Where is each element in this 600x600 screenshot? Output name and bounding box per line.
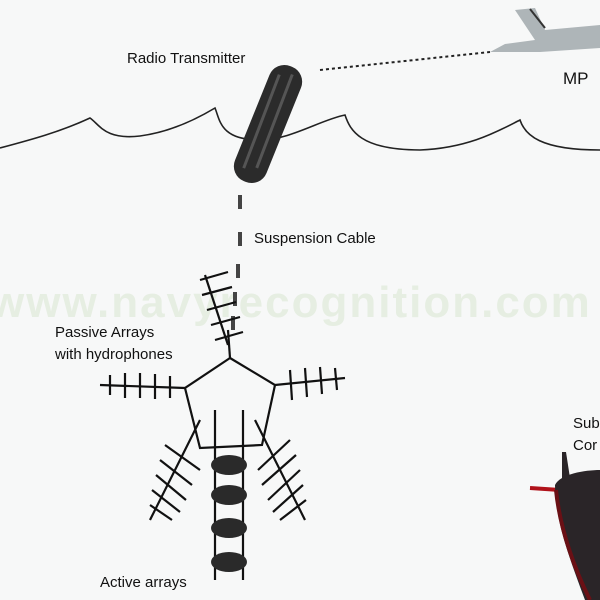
label-radio-transmitter: Radio Transmitter (127, 50, 246, 67)
watermark: www.navyrecognition.com (0, 278, 592, 327)
label-active-arrays: Active arrays (100, 574, 187, 591)
hydrophone-array (99, 270, 346, 580)
label-suspension-cable: Suspension Cable (254, 230, 376, 247)
label-passive-arrays-line2: with hydrophones (55, 346, 173, 363)
submarine-image (529, 452, 600, 600)
label-submarine: Sub Cor (573, 413, 600, 457)
label-submarine-line2: Cor (573, 437, 598, 454)
active-array-elements (211, 455, 247, 572)
label-mpa: MP (563, 69, 589, 88)
label-passive-arrays-line1: Passive Arrays (55, 324, 155, 341)
label-passive-arrays: Passive Arrays with hydrophones (55, 322, 173, 366)
label-submarine-line1: Sub (573, 415, 600, 432)
radio-link-line (319, 51, 491, 71)
mpa-aircraft-image (490, 8, 600, 52)
sea-surface-waves (0, 106, 600, 151)
suspension-cable (231, 195, 242, 330)
radio-transmitter-buoy (233, 64, 303, 184)
